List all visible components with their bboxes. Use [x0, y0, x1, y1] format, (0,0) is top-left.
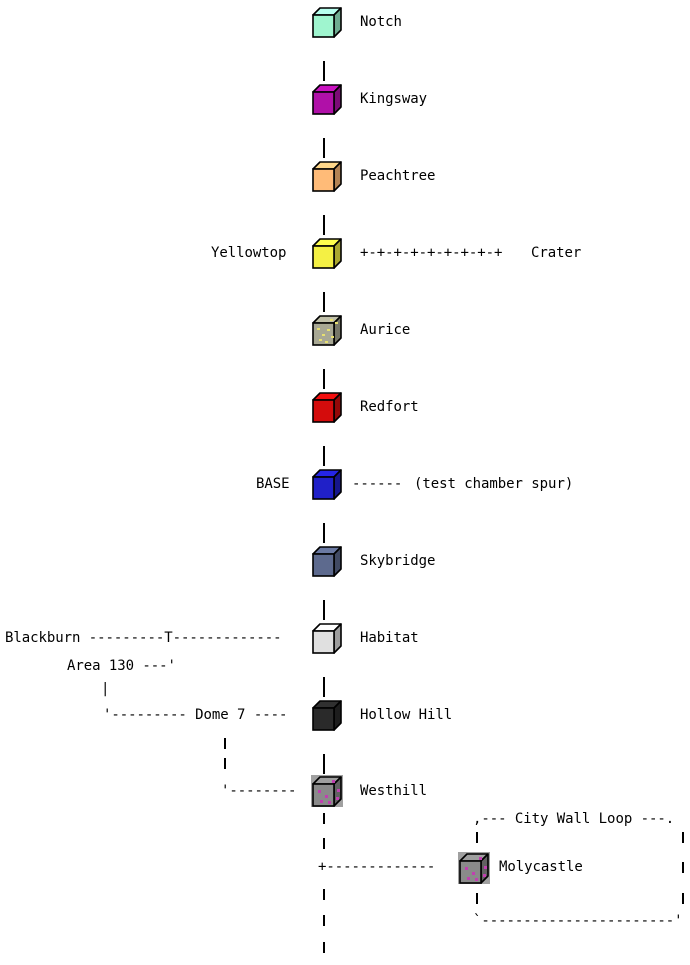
city-wall-loop-bottom: `-----------------------'	[473, 913, 683, 929]
trunk-dash	[323, 838, 325, 849]
loop-right-dash	[682, 893, 684, 904]
trunk-dash	[323, 600, 325, 611]
station-label-westhill: Westhill	[360, 783, 428, 799]
area130-branch-line: Area 130 ---'	[67, 658, 176, 674]
station-icon-yellowtop	[311, 237, 343, 269]
trunk-dash	[323, 942, 325, 953]
trunk-dash	[323, 215, 325, 226]
molycastle-branch-line: +-------------	[318, 859, 436, 875]
city-wall-loop-top: ,--- City Wall Loop ---.	[473, 811, 675, 827]
station-icon-notch	[311, 6, 343, 38]
trunk-dash	[323, 378, 325, 389]
dome7-branch-line: '--------- Dome 7 ----	[103, 707, 288, 723]
station-label-molycastle: Molycastle	[499, 859, 583, 875]
station-icon-molycastle	[458, 852, 490, 884]
station-icon-peachtree	[311, 160, 343, 192]
loop-right-dash	[682, 832, 684, 843]
station-label-base: BASE	[256, 476, 290, 492]
trunk-dash	[323, 61, 325, 72]
westhill-branch-line: '--------	[221, 783, 297, 799]
station-icon-skybridge	[311, 545, 343, 577]
station-label-aurice: Aurice	[360, 322, 411, 338]
crater-link-line: +-+-+-+-+-+-+-+-+	[360, 245, 503, 261]
dome7-connector-dash	[224, 758, 226, 769]
station-icon-westhill	[311, 775, 343, 807]
station-label-skybridge: Skybridge	[360, 553, 436, 569]
trunk-dash	[323, 446, 325, 457]
station-label-crater: Crater	[531, 245, 582, 261]
trunk-dash	[323, 301, 325, 312]
loop-right-dash	[682, 862, 684, 873]
station-label-redfort: Redfort	[360, 399, 419, 415]
trunk-dash	[323, 686, 325, 697]
trunk-dash	[323, 369, 325, 380]
trunk-dash	[323, 292, 325, 303]
trunk-dash	[323, 523, 325, 534]
area130-connector: |	[101, 681, 110, 697]
station-label-yellowtop: Yellowtop	[211, 245, 287, 261]
trunk-dash	[323, 532, 325, 543]
station-icon-kingsway	[311, 83, 343, 115]
trunk-dash	[323, 147, 325, 158]
spur-line: ------	[352, 476, 403, 492]
trunk-dash	[323, 455, 325, 466]
station-icon-base	[311, 468, 343, 500]
station-label-kingsway: Kingsway	[360, 91, 428, 107]
station-icon-hollow-hill	[311, 699, 343, 731]
dome7-connector-dash	[224, 738, 226, 749]
loop-left-dash	[476, 832, 478, 843]
trunk-dash	[323, 609, 325, 620]
trunk-dash	[323, 70, 325, 81]
trunk-dash	[323, 763, 325, 774]
station-label-hollow-hill: Hollow Hill	[360, 707, 453, 723]
station-icon-habitat	[311, 622, 343, 654]
station-label-habitat: Habitat	[360, 630, 419, 646]
spur-label: (test chamber spur)	[414, 476, 574, 492]
trunk-dash	[323, 138, 325, 149]
station-icon-redfort	[311, 391, 343, 423]
blackburn-branch-line: Blackburn ---------T-------------	[5, 630, 282, 646]
loop-left-dash	[476, 893, 478, 904]
trunk-dash	[323, 754, 325, 765]
station-label-notch: Notch	[360, 14, 402, 30]
trunk-dash	[323, 813, 325, 824]
station-icon-aurice	[311, 314, 343, 346]
trunk-dash	[323, 915, 325, 926]
station-label-peachtree: Peachtree	[360, 168, 436, 184]
trunk-dash	[323, 224, 325, 235]
trunk-dash	[323, 889, 325, 900]
trunk-dash	[323, 677, 325, 688]
